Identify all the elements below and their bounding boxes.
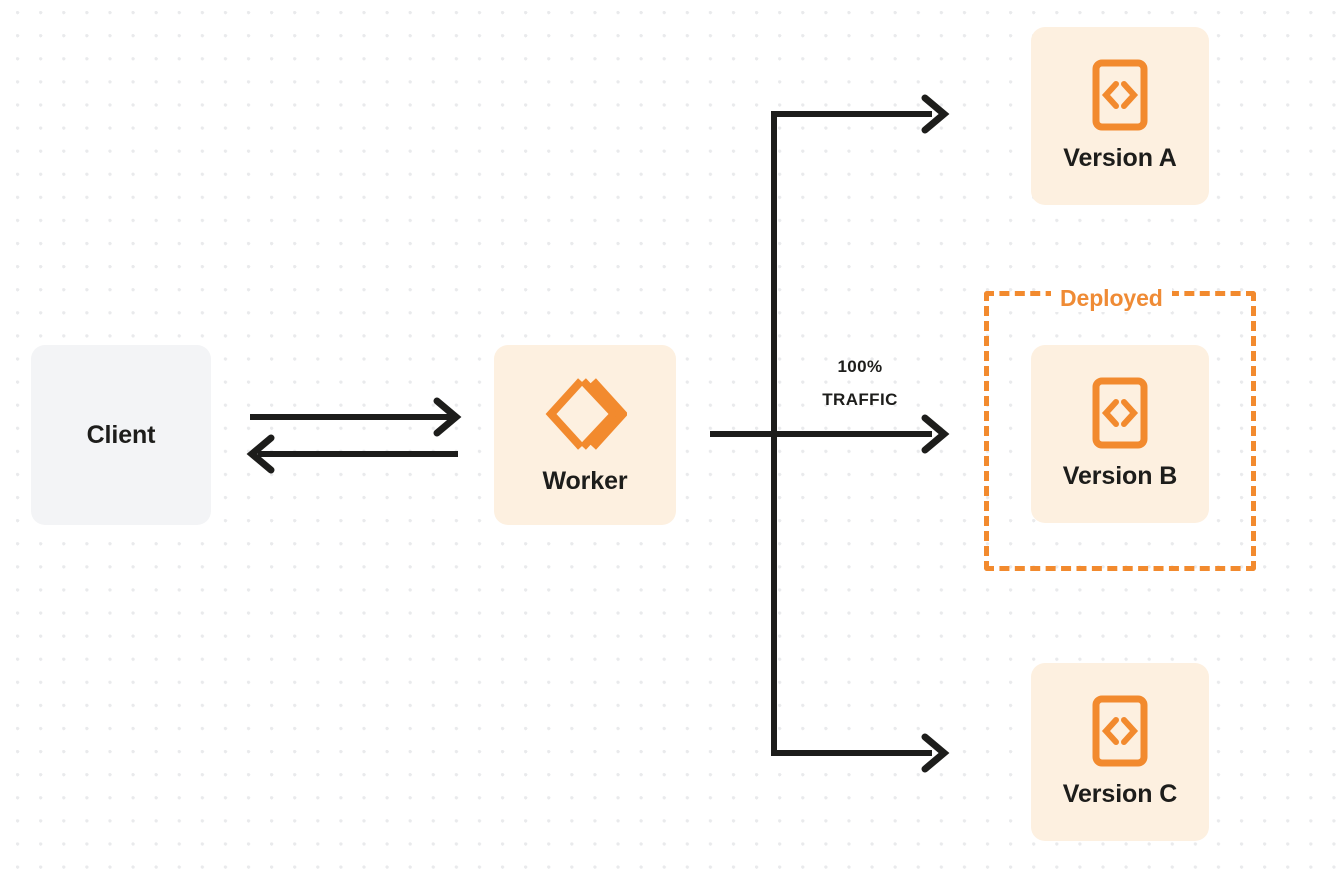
cloudflare-workers-logo-icon xyxy=(543,375,629,453)
node-version-a-label: Version A xyxy=(1063,144,1177,172)
traffic-label: 100% TRAFFIC xyxy=(790,350,930,416)
node-client[interactable]: Client xyxy=(31,345,211,525)
arrow-client-to-worker xyxy=(250,397,462,437)
node-version-a[interactable]: Version A xyxy=(1031,27,1209,205)
node-version-b-label: Version B xyxy=(1062,462,1178,490)
node-version-c[interactable]: Version C xyxy=(1031,663,1209,841)
node-worker[interactable]: Worker xyxy=(494,345,676,525)
code-file-icon xyxy=(1092,695,1148,767)
arrow-worker-to-client xyxy=(246,434,458,474)
arrow-trunk-to-version-c xyxy=(771,733,950,773)
node-client-label: Client xyxy=(86,420,156,449)
traffic-word: TRAFFIC xyxy=(822,390,898,409)
deployed-group-label: Deployed xyxy=(1051,285,1172,312)
arrow-trunk-to-version-a xyxy=(771,94,950,134)
arrow-worker-to-version-b xyxy=(710,414,950,454)
code-file-icon xyxy=(1092,377,1148,449)
node-version-b[interactable]: Version B xyxy=(1031,345,1209,523)
node-version-c-label: Version C xyxy=(1062,780,1178,808)
code-file-icon xyxy=(1092,59,1148,131)
node-worker-label: Worker xyxy=(542,466,628,495)
traffic-percent: 100% xyxy=(837,357,883,376)
